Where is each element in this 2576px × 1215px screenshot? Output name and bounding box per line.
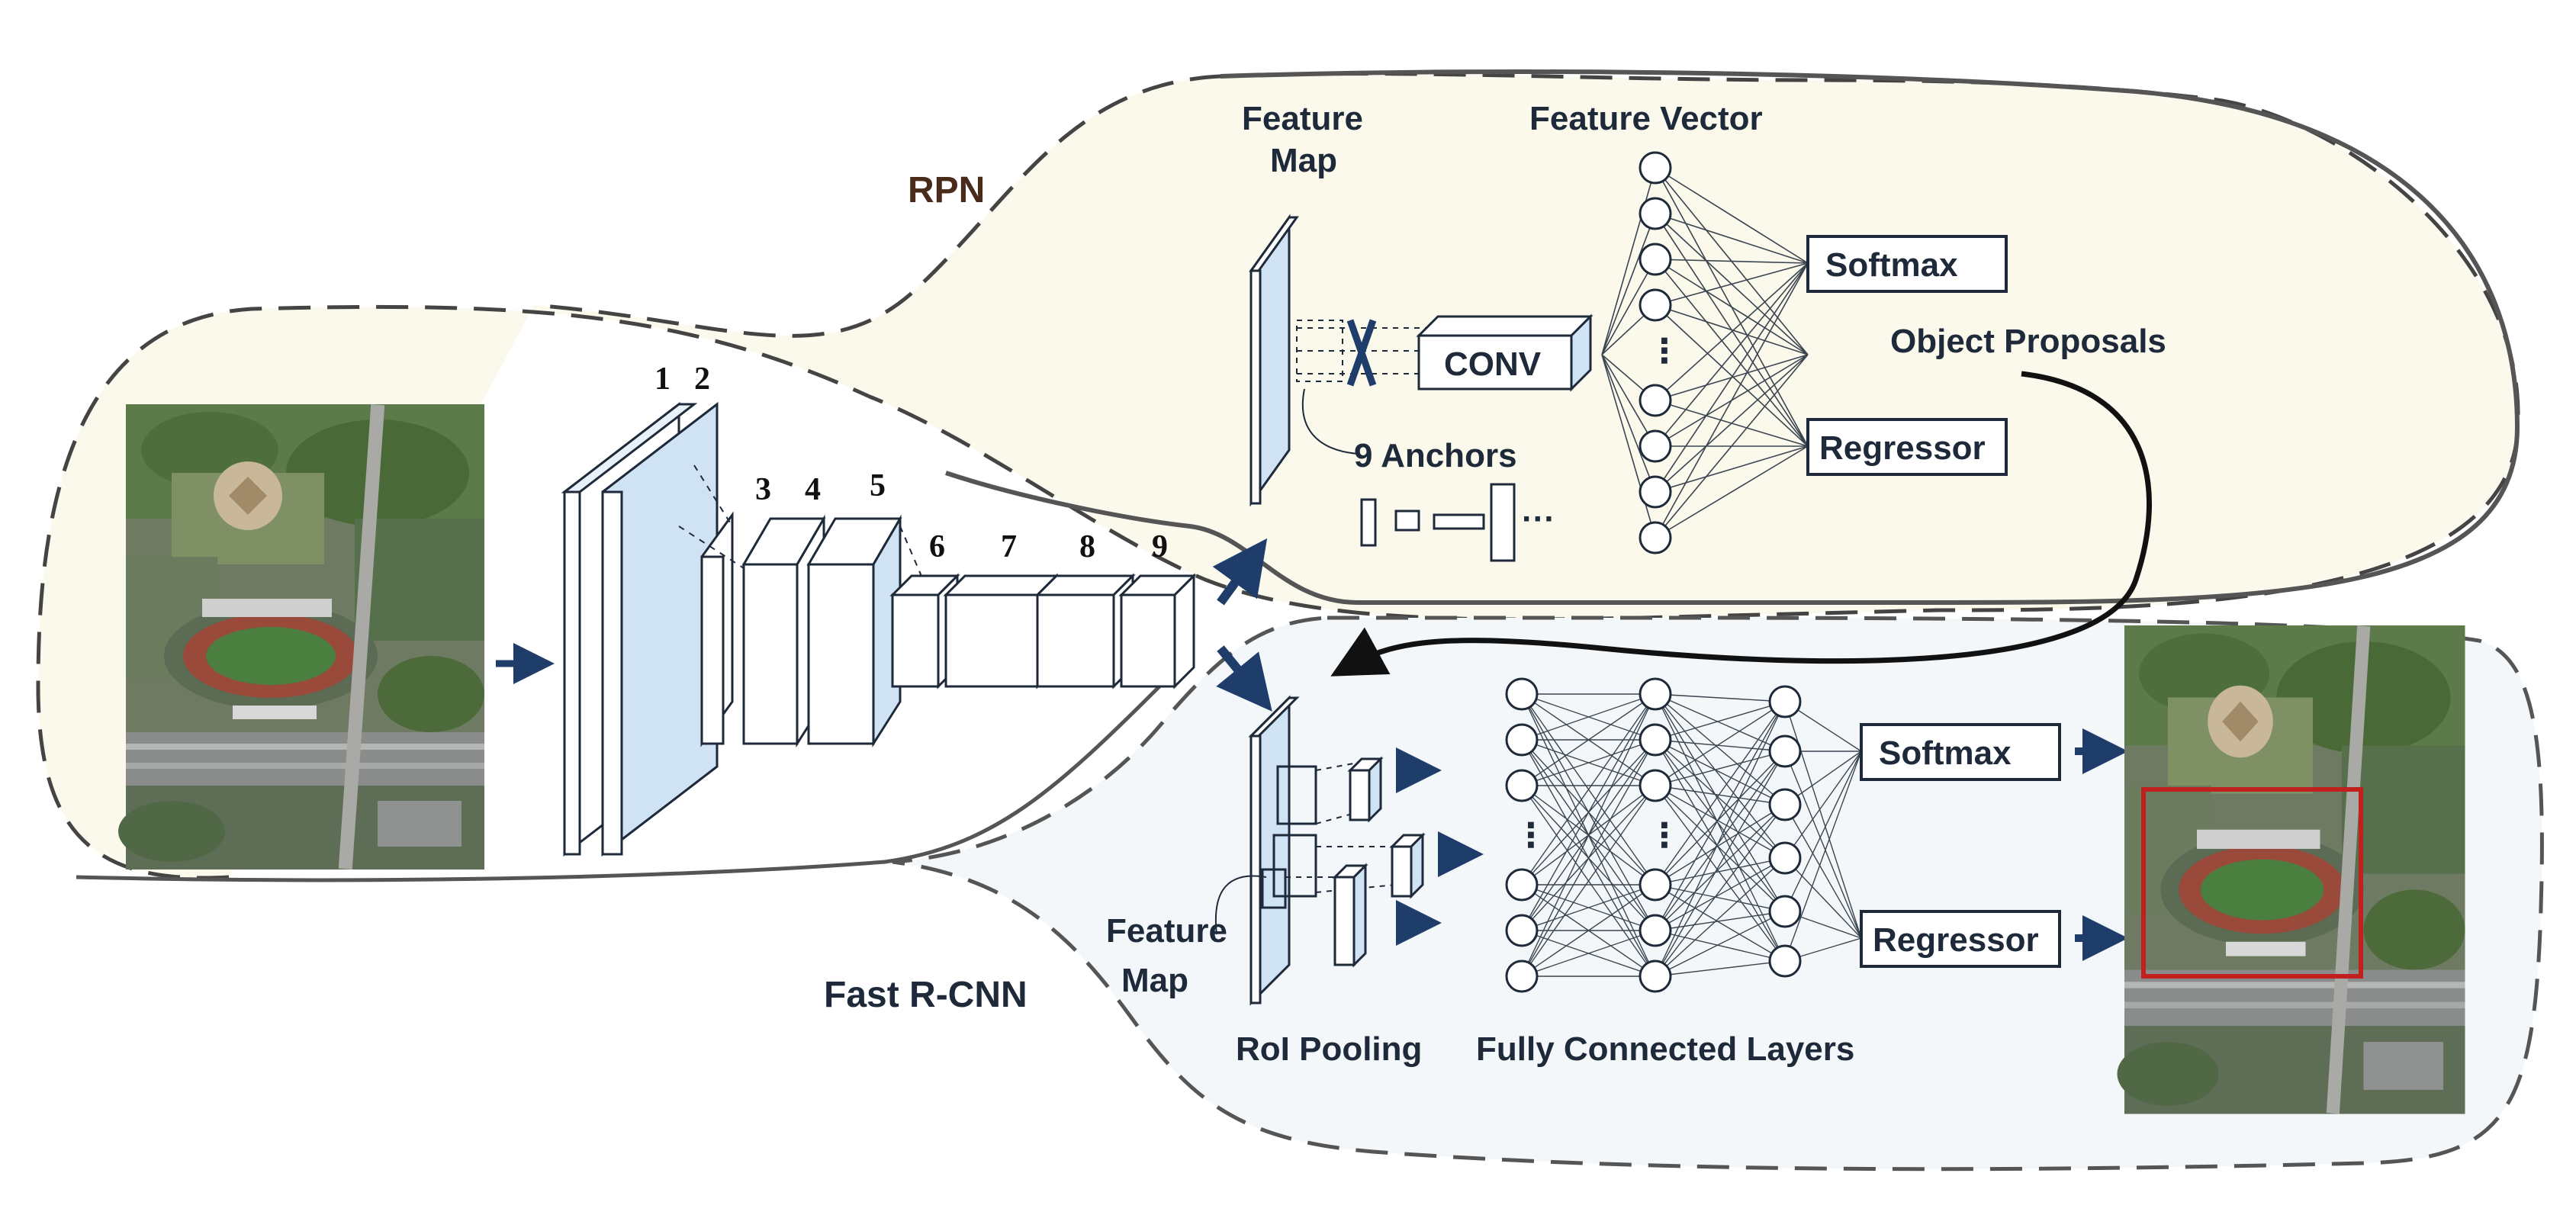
rpn-regressor-label: Regressor	[1819, 429, 1986, 467]
rpn-fc-connections	[1601, 167, 1809, 538]
feature-vector-label: Feature Vector	[1529, 100, 1763, 137]
anchor-pointer	[1301, 388, 1359, 455]
rpn-region-outline-solid	[945, 69, 2520, 605]
rpn-feature-map-label-line2: Map	[1270, 142, 1337, 179]
fast-feature-map-label-line1: Feature	[1106, 912, 1227, 950]
fc-ellipsis-col1: ⋮	[1514, 817, 1548, 854]
object-proposals-arrow	[1330, 371, 2152, 677]
layer-number-7: 7	[1001, 529, 1017, 564]
layer-number-3: 3	[755, 472, 771, 507]
fast-regressor-box: Regressor	[1860, 910, 2061, 968]
layer-number-1: 1	[654, 362, 671, 397]
rpn-softmax-label: Softmax	[1825, 246, 1958, 284]
roi-output-arrows	[1396, 747, 1484, 946]
rpn-neurons	[1639, 151, 1672, 554]
fc-layers-label: Fully Connected Layers	[1476, 1030, 1854, 1068]
fast-feature-map-pointer	[1214, 875, 1267, 935]
rpn-softmax-box: Softmax	[1806, 235, 2008, 293]
detection-bounding-box	[2141, 787, 2363, 979]
rpn-feature-map-label-line1: Feature	[1242, 100, 1363, 137]
fast-softmax-box: Softmax	[1860, 723, 2061, 781]
fc-connections	[1521, 693, 1862, 977]
fast-rcnn-title: Fast R-CNN	[824, 975, 1028, 1015]
rpn-feature-map	[1249, 214, 1299, 507]
layer-number-2: 2	[694, 362, 710, 397]
rpn-vector-ellipsis: ⋮	[1648, 333, 1681, 370]
split-arrow-up	[1212, 538, 1268, 606]
fast-regressor-label: Regressor	[1873, 921, 2039, 959]
layer-number-4: 4	[805, 472, 821, 507]
conv-label: CONV	[1444, 346, 1542, 383]
fast-feature-map-label-line2: Map	[1121, 962, 1188, 999]
input-aerial-image	[118, 404, 484, 869]
fast-softmax-label: Softmax	[1879, 734, 2012, 772]
layer-number-8: 8	[1079, 529, 1095, 564]
fc-neurons	[1505, 677, 1802, 993]
rpn-regressor-box: Regressor	[1806, 418, 2008, 476]
anchor-boxes	[1360, 483, 1516, 562]
layer-number-5: 5	[870, 468, 886, 503]
split-arrow-down	[1216, 645, 1272, 712]
roi-pooled-boxes	[1332, 756, 1426, 968]
layer-number-6: 6	[929, 529, 945, 564]
rpn-title: RPN	[908, 170, 985, 211]
fast-feature-map	[1248, 695, 1317, 1006]
roi-pooling-label: RoI Pooling	[1236, 1030, 1422, 1068]
anchor-boxes-more: ···	[1522, 500, 1555, 538]
output-aerial-image	[2117, 625, 2465, 1114]
layer-number-9: 9	[1152, 529, 1168, 564]
object-proposals-label: Object Proposals	[1890, 323, 2166, 360]
backbone-cnn	[561, 401, 1197, 857]
sliding-window-cross	[1346, 319, 1377, 387]
anchors-label: 9 Anchors	[1354, 437, 1517, 474]
conv-box	[1416, 313, 1594, 392]
rpn-region-outline-bottom	[76, 685, 1161, 882]
fc-ellipsis-col2: ⋮	[1648, 817, 1681, 854]
